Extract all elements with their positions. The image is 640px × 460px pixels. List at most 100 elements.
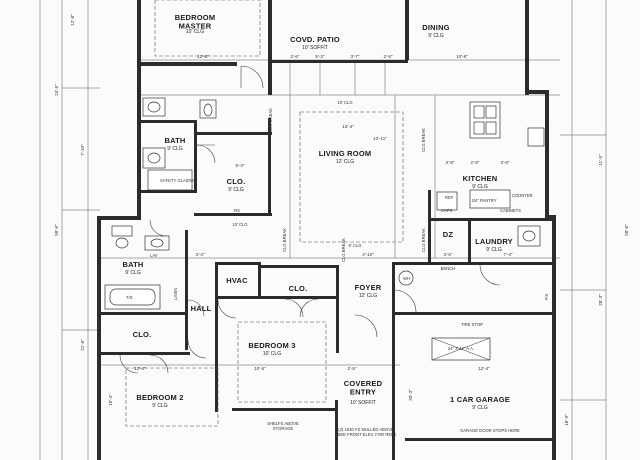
dim-laundry-b: 7'-4" xyxy=(504,252,513,257)
note-mulled-window: (2) 1630 FX MULLED ABOVE(SEE FRONT ELEV.… xyxy=(336,427,396,437)
living-tray-ceiling xyxy=(299,111,404,243)
dim-left-c: 21'-6" xyxy=(80,339,85,351)
note-wh: WH xyxy=(403,276,410,281)
dim-right-a: 11'-5" xyxy=(598,154,603,166)
bed3-tray-ceiling xyxy=(237,321,327,403)
note-counter: COUNTER xyxy=(512,193,533,198)
dim-garage-height: 33'-3" xyxy=(408,389,413,401)
note-clg-break-1: CLG BREAK xyxy=(268,108,273,132)
note-clg-break-5: CLG BREAK xyxy=(341,238,346,262)
note-clg-break-2: CLG BREAK xyxy=(421,128,426,152)
note-ceiling-10b: 10' CLG xyxy=(232,222,247,227)
dimension-lines xyxy=(39,0,607,460)
note-ref: REF xyxy=(445,195,454,200)
dim-kitchen-a: 3'-8" xyxy=(446,160,455,165)
note-ps: P.S. xyxy=(544,293,549,300)
dim-bed2-height: 10'-4" xyxy=(108,394,113,406)
bedroom-2-ceiling: 9' CLG xyxy=(152,403,168,409)
dim-right-overall: 58'-6" xyxy=(624,224,629,236)
covd-patio-ceiling: 10' SOFFIT xyxy=(302,45,328,51)
kitchen-label: KITCHEN xyxy=(463,174,498,183)
dim-right-c: 18'-9" xyxy=(564,414,569,426)
bath-2-ceiling: 9' CLG xyxy=(125,270,141,276)
note-clg-break-4: CLG BREAK xyxy=(421,228,426,252)
bed2-tray-ceiling xyxy=(125,367,219,427)
dim-master-width: 12'-8" xyxy=(197,54,209,59)
dim-right-b: 28'-3" xyxy=(598,294,603,306)
note-cabinets: CABINETS xyxy=(500,208,521,213)
hvac-label: HVAC xyxy=(226,276,248,285)
dim-left-overall: 58'-6" xyxy=(54,224,59,236)
hall-label: HALL xyxy=(191,304,212,313)
closet-master-ceiling: 9' CLG xyxy=(228,187,244,193)
note-safety-glazing: SAFETY GLAZING xyxy=(160,178,196,183)
dim-bed3-width: 10'-5" xyxy=(254,366,266,371)
laundry-ceiling: 9' CLG xyxy=(486,247,502,253)
dining-label: DINING xyxy=(422,23,449,32)
covd-patio-label: COVD. PATIO xyxy=(290,35,340,44)
fixtures xyxy=(104,97,545,361)
master-tray-ceiling xyxy=(154,0,261,57)
dim-laundry-a: 3'-6" xyxy=(444,252,453,257)
dz-label: DZ xyxy=(443,230,454,239)
dim-left-a: 24'-5" xyxy=(54,84,59,96)
bedroom-3-ceiling: 10' CLG xyxy=(263,351,281,357)
dim-patio-d: 2'-5" xyxy=(384,54,393,59)
doors xyxy=(119,65,501,374)
garage-ceiling: 9' CLG xyxy=(472,405,488,411)
note-ceiling-9: 9' CLG xyxy=(349,243,362,248)
bedroom-3-label: BEDROOM 3 xyxy=(248,341,295,350)
dim-top-left: 12'-8" xyxy=(70,14,75,26)
note-garage-door-stops: GARAGE DOOR STOPS HERE xyxy=(460,428,520,433)
dim-garage-width: 12'-4" xyxy=(478,366,490,371)
note-pantry: 3/4" PANTRY xyxy=(471,198,496,203)
covered-entry-ceiling: 10' SOFFIT xyxy=(350,400,376,406)
note-bench: BENCH xyxy=(441,266,456,271)
dim-foyer-a: 4'-10" xyxy=(362,252,374,257)
dim-dining-width: 10'-8" xyxy=(456,54,468,59)
bath-master-label: BATH xyxy=(164,136,185,145)
dim-foyer-b: 2'-5" xyxy=(348,366,357,371)
bath-master-ceiling: 9' CLG xyxy=(167,146,183,152)
dim-living-width: 13'-4" xyxy=(342,124,354,129)
plan-notes: CLG BREAK CLG BREAK CLG BREAK CLG BREAK … xyxy=(126,100,549,437)
dim-kitchen-b: 2'-8" xyxy=(471,160,480,165)
bath-2-label: BATH xyxy=(122,260,143,269)
kitchen-ceiling: 9' CLG xyxy=(472,184,488,190)
dim-bed2-width: 12'-4" xyxy=(134,366,146,371)
note-ts: T/S xyxy=(126,295,133,300)
note-linen: LINEN xyxy=(173,288,178,300)
note-tire-stop: TIRE STOP xyxy=(461,322,483,327)
clo-bed2-label: CLO. xyxy=(133,330,152,339)
laundry-label: LAUNDRY xyxy=(475,237,513,246)
note-rs: RS xyxy=(234,208,240,213)
dim-patio-b: 5'-3" xyxy=(316,54,325,59)
note-lav: LAV xyxy=(150,253,158,258)
note-clg-break-3: CLG BREAK xyxy=(282,228,287,252)
note-attic-access: 24" X 42" A.A. xyxy=(448,346,474,351)
dimension-labels: 58'-6" 58'-6" 12'-8" 12'-8" 2'-6" 5'-3" … xyxy=(54,14,629,426)
garage-label: 1 CAR GARAGE xyxy=(450,395,510,404)
bedroom-master-ceiling: 10' CLG xyxy=(186,29,204,35)
walls xyxy=(97,0,556,460)
closet-master-label: CLO. xyxy=(227,177,246,186)
dim-patio-a: 2'-6" xyxy=(291,54,300,59)
note-caps: CAPS xyxy=(441,208,453,213)
foyer-label: FOYER xyxy=(355,283,382,292)
dim-left-b: 7'-10" xyxy=(80,144,85,156)
dim-hall-a: 3'-4" xyxy=(196,252,205,257)
note-ceiling-10: 10' CLG xyxy=(337,100,352,105)
bedroom-2-label: BEDROOM 2 xyxy=(136,393,183,402)
foyer-ceiling: 12' CLG xyxy=(359,293,377,299)
dim-kitchen-c: 3'-8" xyxy=(501,160,510,165)
dim-hall-b: 5'-4" xyxy=(236,163,245,168)
living-room-ceiling: 12' CLG xyxy=(336,159,354,165)
dim-living-height: 13'-11" xyxy=(373,136,387,141)
clo-hall-label: CLO. xyxy=(289,284,308,293)
